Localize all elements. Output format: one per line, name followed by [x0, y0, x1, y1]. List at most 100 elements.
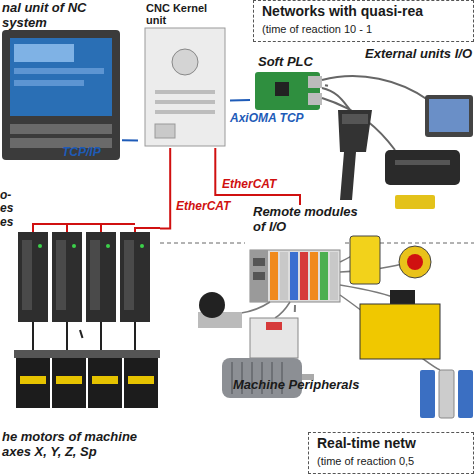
servo-drives: o- es es: [0, 185, 160, 330]
remote-io: Remote modules of I/O: [245, 205, 345, 305]
servo-motor: [88, 358, 122, 408]
contactor: [250, 318, 298, 358]
io-terminal: [320, 252, 328, 300]
case-vent: [155, 100, 215, 104]
servo-motor: [124, 358, 158, 408]
motor-plate: [92, 376, 118, 384]
node-label: CNC Kernel unit: [146, 2, 230, 27]
motor-flange: [86, 350, 124, 358]
usb-port: [308, 76, 322, 88]
network-connector: [80, 330, 83, 338]
key-reader: [395, 195, 435, 209]
servo-drive: [18, 232, 48, 322]
ethercat-wire: [135, 228, 160, 232]
drive-led: [140, 244, 144, 248]
network-connector: [294, 305, 296, 312]
connector-label: EtherCAT: [222, 178, 276, 191]
io-wire: [220, 245, 440, 370]
screen-logo: [14, 44, 74, 62]
drive-panel: [90, 240, 100, 310]
network-connector: [215, 148, 300, 205]
io-terminal: [330, 252, 338, 300]
servo-motor: [52, 358, 86, 408]
ethercat-chain: [33, 224, 135, 232]
case-fan: [172, 49, 198, 75]
drive-panel: [124, 240, 134, 310]
device-cable: [322, 76, 428, 100]
io-coupler: [250, 250, 268, 302]
terminal-unit: nal unit of NC system: [0, 0, 122, 165]
network-connector: [230, 99, 250, 102]
motor-flange: [50, 350, 88, 358]
filter-regulator: [458, 370, 473, 418]
network-separator: [160, 243, 245, 244]
tablet-screen: [429, 99, 469, 132]
screen-line: [14, 80, 84, 86]
case-port: [155, 124, 175, 138]
node-label: Soft PLC: [258, 55, 328, 70]
kernel-case: [145, 28, 225, 146]
contactor-mark: [266, 322, 282, 330]
drive-panel: [22, 240, 32, 310]
drive-panel: [56, 240, 66, 310]
motor-cable: [33, 322, 135, 350]
ethernet-port: [253, 272, 265, 280]
card-slot: [395, 160, 450, 165]
network-connector: [122, 139, 138, 141]
servo-motor: [16, 358, 50, 408]
network-connector: [160, 148, 170, 229]
servo-drive: [52, 232, 82, 322]
node-label: Remote modules of I/O: [253, 205, 363, 234]
io-terminal: [290, 252, 298, 300]
case-vent: [155, 90, 215, 94]
motor-plate: [128, 376, 154, 384]
usb-port: [308, 93, 322, 105]
motor-flange: [122, 350, 160, 358]
node-label: Machine Peripherals: [233, 378, 383, 393]
axis-motors: he motors of machine axes X, Y, Z, Sp: [0, 338, 165, 474]
case-vent: [155, 110, 215, 114]
ethernet-port: [253, 258, 265, 266]
io-rail: [250, 250, 340, 302]
soft-plc: Soft PLC: [250, 55, 325, 110]
connector-label: AxiOMA TCP: [230, 112, 304, 125]
plc-chip: [275, 82, 289, 96]
terminal-keys: [10, 124, 112, 134]
drive-led: [106, 244, 110, 248]
barcode-scanner: [338, 110, 372, 200]
connector-label: TCP/IP: [62, 146, 101, 159]
network-zone-label: Networks with quasi-rea(time of reaction…: [253, 0, 474, 42]
tablet: [425, 95, 473, 137]
io-terminal: [300, 252, 308, 300]
safety-switch: [350, 236, 380, 284]
emergency-stop: [399, 246, 431, 278]
valve-coil: [199, 292, 225, 318]
motor-flange: [14, 350, 52, 358]
node-label: Real-time netw: [317, 436, 474, 452]
node-label: Networks with quasi-rea: [262, 4, 472, 20]
stop-button: [407, 254, 423, 270]
card-reader: [385, 150, 460, 185]
scanner-window: [342, 114, 368, 124]
connector-label: EtherCAT: [176, 200, 230, 213]
filter-regulator: [439, 370, 454, 418]
kernel-unit: CNC Kernel unit: [138, 0, 230, 148]
machine-peripherals: Machine Peripherals: [185, 312, 474, 425]
external-io: External units I/O: [328, 45, 474, 215]
node-label: nal unit of NC system: [2, 1, 97, 30]
servo-drive: [120, 232, 150, 322]
screen-line: [14, 68, 104, 74]
oil-tank: [360, 304, 440, 359]
io-terminal: [310, 252, 318, 300]
terminal-screen: [10, 38, 112, 116]
drive-led: [38, 244, 42, 248]
pump: [390, 290, 415, 304]
io-terminal: [280, 252, 288, 300]
filter-regulator: [420, 370, 435, 418]
node-label: External units I/O: [344, 47, 472, 62]
io-terminal: [270, 252, 278, 300]
motor-plate: [56, 376, 82, 384]
node-label: he motors of machine axes X, Y, Z, Sp: [2, 430, 164, 459]
